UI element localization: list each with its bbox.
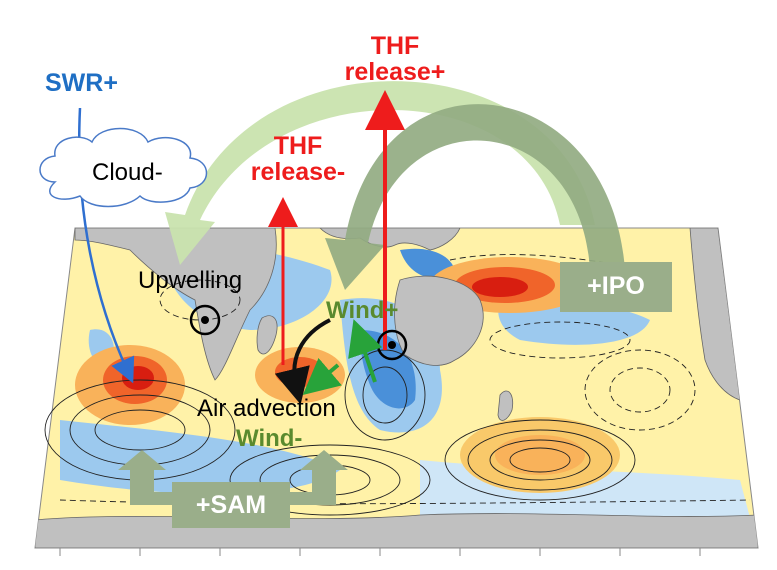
upwelling-label: Upwelling bbox=[138, 267, 243, 294]
contour bbox=[159, 279, 241, 321]
contour bbox=[489, 321, 631, 359]
thf-left-line2: release- bbox=[250, 158, 346, 187]
upwelling-dot bbox=[201, 316, 209, 324]
contour bbox=[467, 429, 613, 491]
air-advection-arrow bbox=[274, 318, 331, 405]
contour bbox=[444, 419, 636, 501]
sam-box bbox=[172, 482, 290, 528]
cloud-shape bbox=[39, 127, 208, 208]
contour bbox=[609, 367, 671, 413]
land-australia bbox=[394, 275, 484, 366]
contour bbox=[59, 499, 751, 505]
swr-label: SWR+ bbox=[45, 69, 118, 97]
thf-left-line1: THF bbox=[273, 132, 323, 160]
wind-minus-label: Wind- bbox=[236, 425, 303, 452]
contour bbox=[489, 439, 591, 481]
wind-plus-dot bbox=[388, 341, 396, 349]
land-antarctica bbox=[35, 513, 758, 548]
ipo-arch-dark bbox=[325, 104, 625, 290]
thf-right-line2: release+ bbox=[344, 58, 446, 87]
contour bbox=[449, 254, 621, 266]
axis-ticks bbox=[59, 548, 701, 556]
wind-minus-arrow bbox=[302, 357, 342, 395]
thf-release-plus-label: THF release+ bbox=[335, 33, 455, 86]
sam-label: +SAM bbox=[195, 491, 267, 519]
warm-patch bbox=[495, 435, 585, 475]
thf-release-minus-label: THF release- bbox=[243, 133, 353, 186]
contour bbox=[584, 349, 696, 431]
land-africa bbox=[74, 228, 277, 381]
contour bbox=[229, 444, 431, 516]
wind-plus-label: Wind+ bbox=[326, 297, 399, 324]
warm-patch bbox=[472, 277, 528, 297]
cloud-label: Cloud- bbox=[92, 159, 163, 186]
contour bbox=[94, 409, 186, 451]
wind-plus-arrow bbox=[348, 319, 383, 383]
thf-right-line1: THF bbox=[370, 32, 420, 60]
upwelling-symbol bbox=[189, 304, 221, 336]
contour bbox=[362, 366, 408, 424]
air-advection-label: Air advection bbox=[197, 395, 336, 422]
ipo-label: +IPO bbox=[587, 272, 645, 300]
ipo-box bbox=[560, 262, 672, 312]
land-new-zealand bbox=[497, 390, 514, 421]
land-south-america bbox=[689, 228, 741, 401]
land-madagascar bbox=[256, 315, 278, 355]
contour bbox=[509, 447, 571, 473]
